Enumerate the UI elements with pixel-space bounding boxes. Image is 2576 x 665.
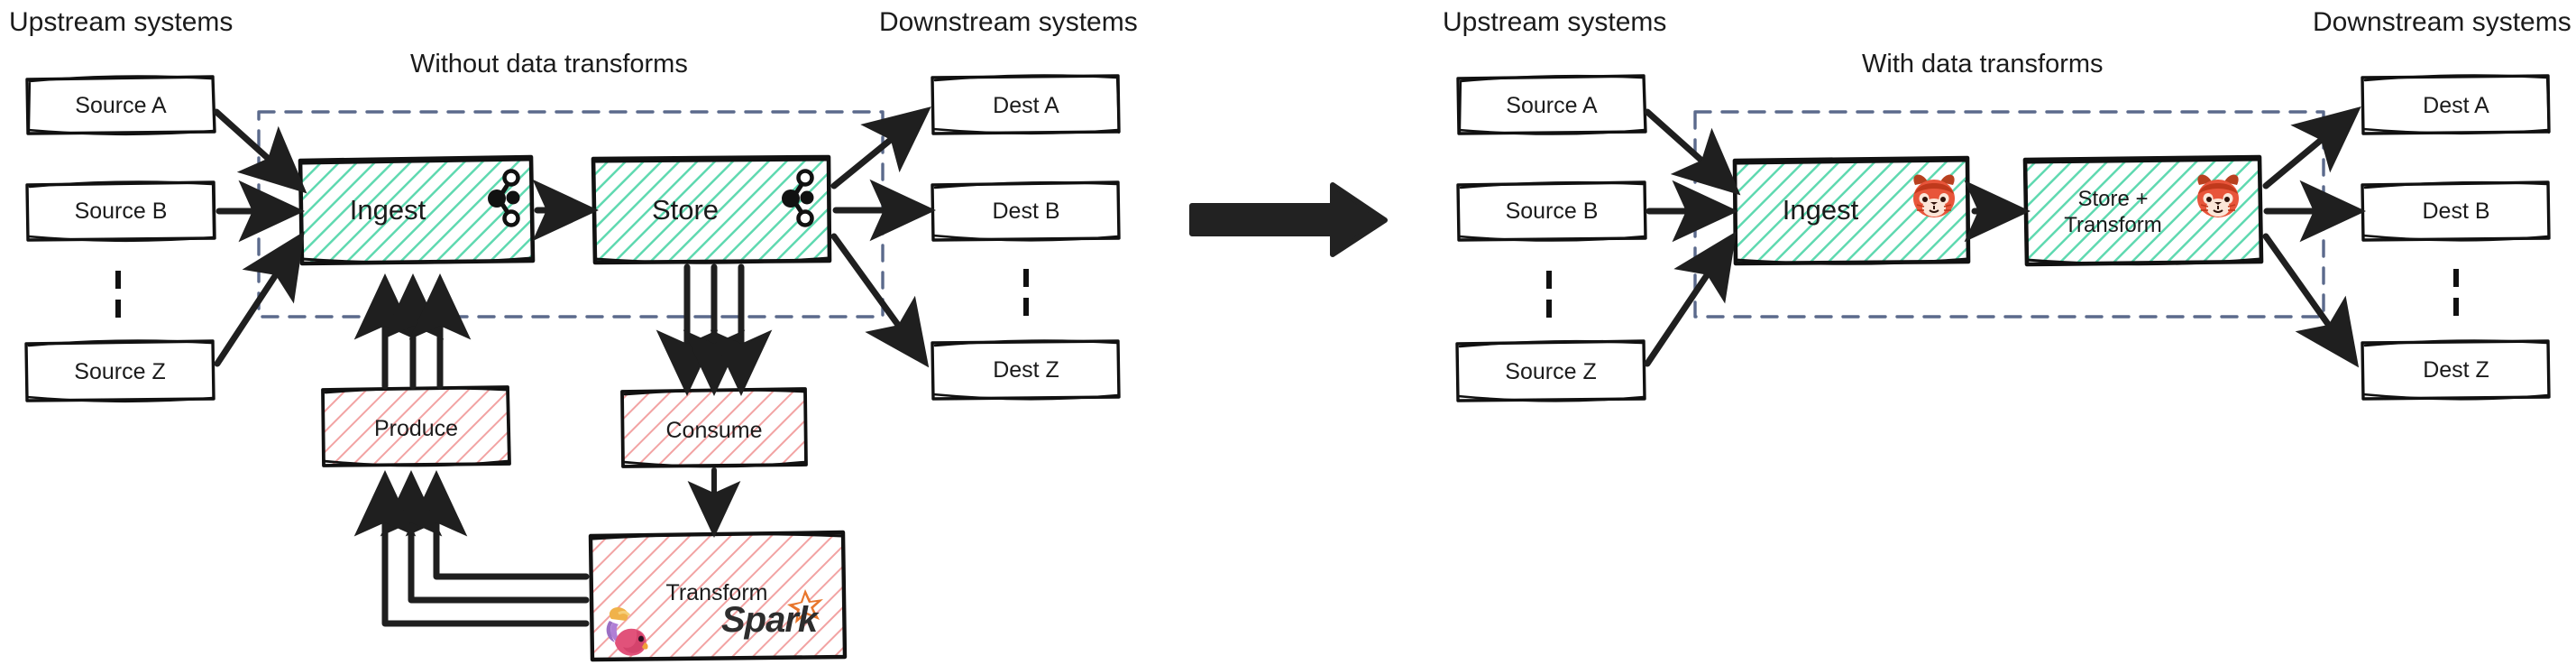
right-dest-a-box [2361,74,2551,135]
left-store-to-consume-arrows [655,263,773,396]
right-ingest-box [1732,155,1971,266]
left-store-to-dest-connectors [830,106,936,368]
left-produce-box [321,385,511,467]
right-source-connectors [1644,108,1741,367]
left-transform-box [588,530,848,662]
right-source-b-box [1456,180,1647,242]
left-consume-box [620,387,808,468]
right-source-a-box [1456,74,1647,135]
right-store-transform-box [2022,154,2264,267]
right-source-z-box [1455,339,1646,402]
left-source-b-box [25,180,216,243]
left-store-box [591,154,832,265]
left-source-a-box [25,75,216,136]
right-dest-b-box [2361,180,2551,242]
left-dest-a-box [930,74,1121,135]
left-produce-to-ingest-arrows [353,273,472,390]
left-source-connectors [213,108,307,367]
left-source-z-box [24,339,215,403]
right-dest-z-box [2361,339,2551,401]
left-ingest-box [298,154,536,266]
left-transform-to-produce-arrows [353,470,590,627]
right-store-to-dest-connectors [2262,106,2366,368]
transition-big-arrow [1189,182,1388,257]
left-dest-b-box [930,180,1121,242]
left-dest-z-box [930,339,1121,401]
